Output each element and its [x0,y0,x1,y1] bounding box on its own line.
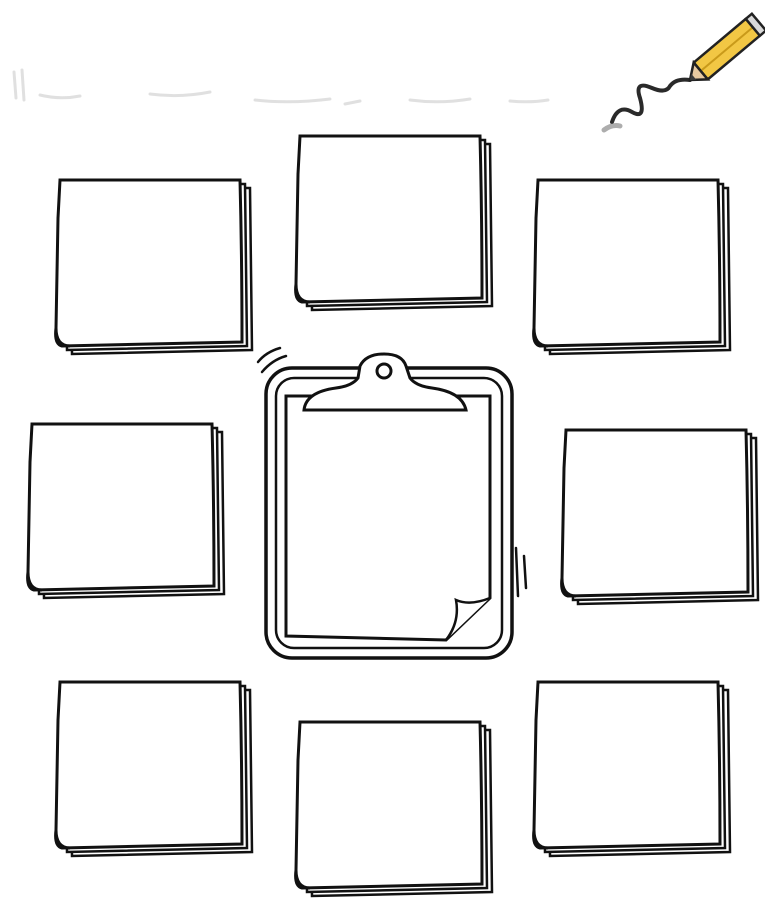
faded-handwriting-strokes [14,70,548,104]
sticky-note-middle-right [562,430,758,604]
sticky-note-bottom-left [56,682,252,856]
sticky-note-middle-left [28,424,224,598]
sticky-note-top-center [296,136,492,310]
sticky-note-bottom-center [296,722,492,896]
sticky-note-top-right [534,180,730,354]
sticky-note-bottom-right [534,682,730,856]
sticky-note-top-left [56,180,252,354]
pencil-icon [604,14,765,130]
clipboard-icon [258,348,526,658]
